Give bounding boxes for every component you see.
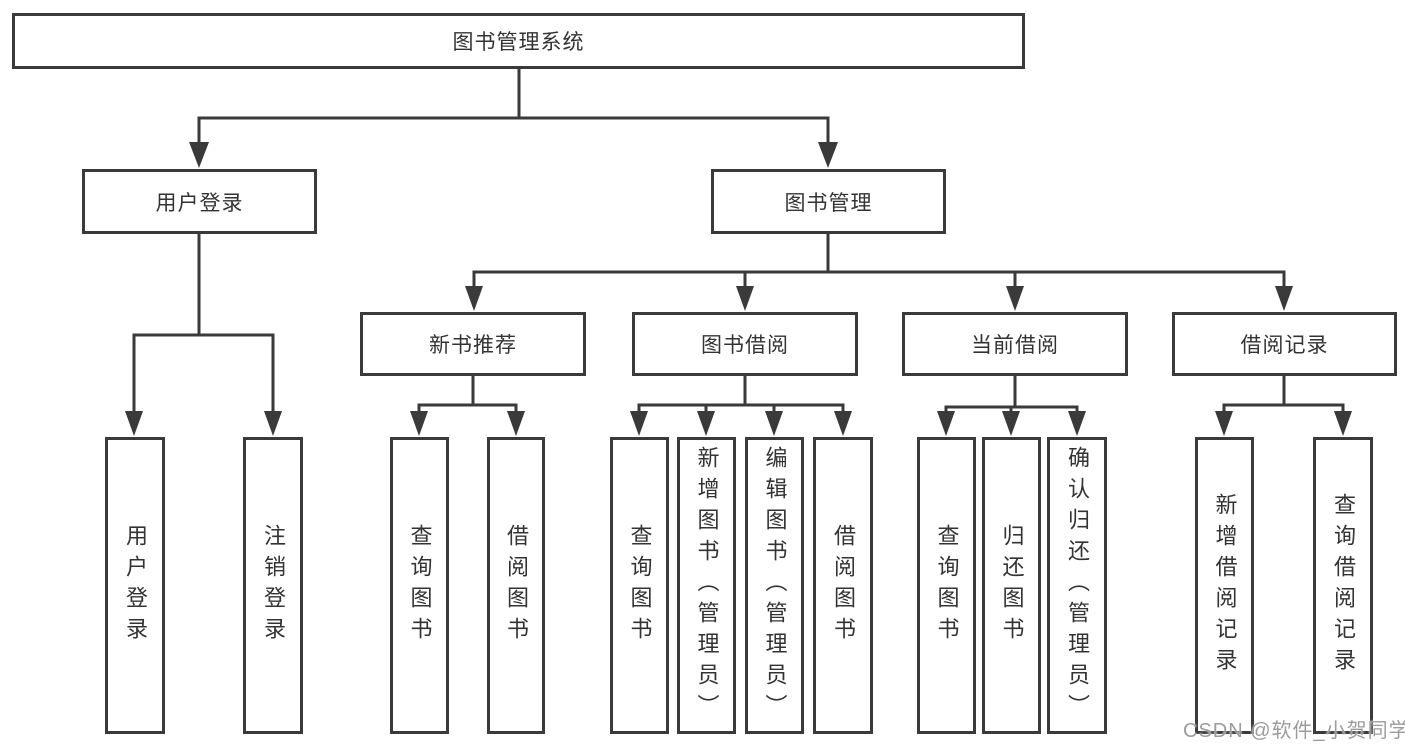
leaf-bb-edit-books: 编辑图书（管理员） [745, 437, 804, 734]
node-label: 借阅图书 [831, 523, 856, 648]
node-borrow-records: 借阅记录 [1172, 312, 1397, 376]
node-new-book-recommend: 新书推荐 [360, 312, 586, 376]
node-label: 用户登录 [155, 191, 244, 215]
node-label: 图书管理 [784, 191, 873, 215]
leaf-bb-borrow-books: 借阅图书 [813, 437, 873, 734]
leaf-br-query-record: 查询借阅记录 [1313, 437, 1373, 734]
node-label: 当前借阅 [971, 334, 1059, 357]
leaf-rec-query-books: 查询图书 [390, 437, 449, 734]
watermark: CSDN @软件_小贺同学 [1183, 720, 1405, 742]
leaf-bb-query-books: 查询图书 [610, 437, 669, 734]
node-label: 注销登录 [261, 523, 286, 648]
node-label: 借阅图书 [504, 523, 529, 648]
leaf-user-login: 用户登录 [105, 437, 165, 734]
leaf-br-add-record: 新增借阅记录 [1195, 437, 1254, 734]
node-label: 新增借阅记录 [1212, 492, 1238, 679]
arrowheads [125, 142, 1352, 436]
node-label: 图书管理系统 [452, 31, 585, 54]
leaf-cb-return-books: 归还图书 [982, 437, 1041, 734]
node-label: 查询借阅记录 [1331, 492, 1356, 679]
node-label: 新增图书（管理员） [694, 446, 720, 725]
node-label: 编辑图书（管理员） [762, 446, 788, 725]
node-label: 查询图书 [407, 523, 433, 648]
node-label: 用户登录 [123, 523, 148, 648]
node-label: 图书借阅 [701, 334, 789, 357]
node-label: 确认归还（管理员） [1065, 446, 1090, 725]
node-label: 借阅记录 [1240, 334, 1329, 357]
node-label: 查询图书 [627, 523, 653, 648]
node-label: 归还图书 [999, 523, 1025, 648]
node-root-system: 图书管理系统 [12, 13, 1025, 69]
leaf-rec-borrow-books: 借阅图书 [487, 437, 545, 734]
node-book-management: 图书管理 [711, 169, 946, 234]
leaf-cb-query-books: 查询图书 [917, 437, 976, 734]
node-book-borrow: 图书借阅 [632, 312, 858, 376]
leaf-logout: 注销登录 [243, 437, 303, 734]
node-label: 新书推荐 [429, 334, 517, 357]
leaf-bb-add-books: 新增图书（管理员） [677, 437, 736, 734]
node-label: 查询图书 [934, 523, 960, 648]
node-current-borrow: 当前借阅 [902, 312, 1128, 376]
node-user-login: 用户登录 [82, 169, 317, 234]
leaf-cb-confirm-return: 确认归还（管理员） [1047, 437, 1107, 734]
